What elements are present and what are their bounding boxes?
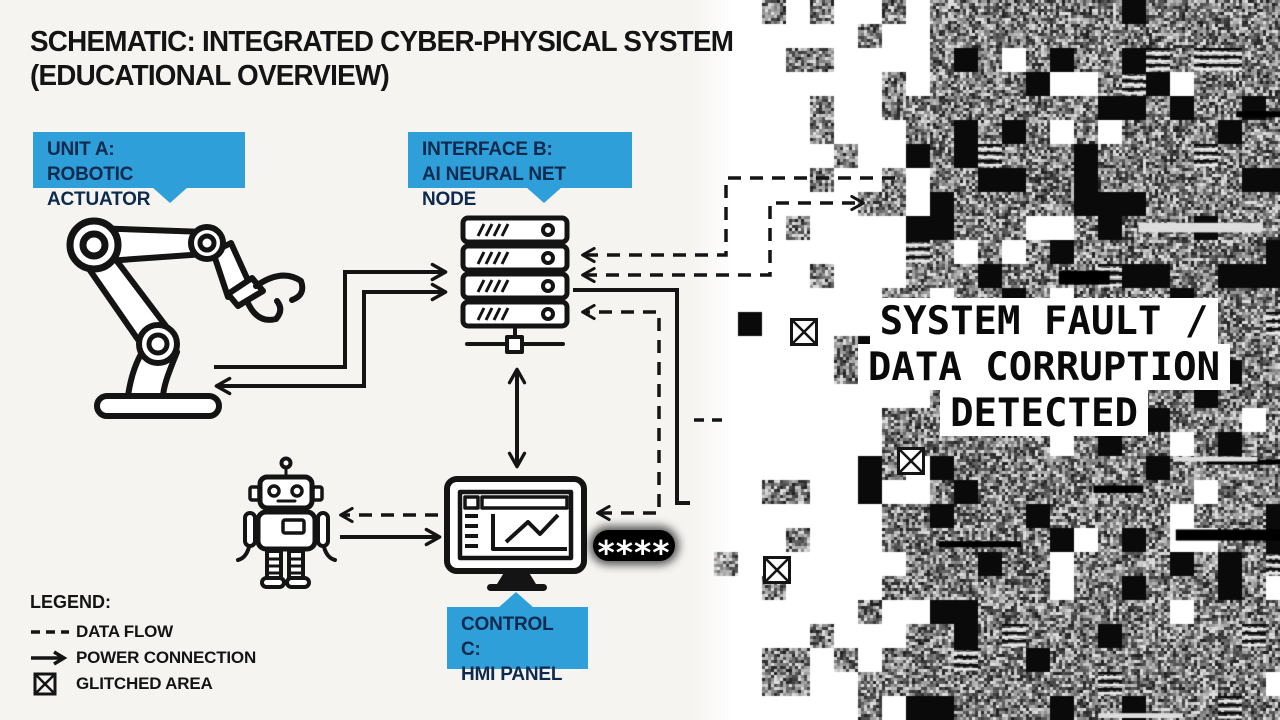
server-unit	[460, 271, 570, 301]
fault-line-1: SYSTEM FAULT /	[869, 298, 1219, 344]
legend-label: POWER CONNECTION	[76, 648, 257, 667]
crossed-box-icon	[763, 556, 791, 584]
fault-line-2: DATA CORRUPTION	[857, 344, 1231, 390]
callout-control-c-line1: CONTROL C:	[461, 614, 554, 661]
power-line-server-down	[573, 288, 690, 505]
server-unit	[460, 299, 570, 329]
password-mask-badge: ****	[593, 530, 675, 572]
callout-unit-a: UNIT A: ROBOTIC ACTUATOR	[33, 132, 245, 210]
fault-overlay: SYSTEM FAULT / DATA CORRUPTION DETECTED	[826, 298, 1262, 436]
legend-label: DATA FLOW	[76, 622, 174, 641]
trend-line-icon	[504, 513, 560, 544]
legend-heading: LEGEND:	[30, 592, 111, 612]
title-line-1: SCHEMATIC: INTEGRATED CYBER-PHYSICAL SYS…	[30, 26, 734, 58]
data-arrow-glitch-to-server-1	[581, 176, 895, 264]
legend-item-glitched-area: GLITCHED AREA	[30, 671, 310, 697]
callout-pointer	[152, 187, 188, 203]
fault-line-3: DETECTED	[940, 390, 1148, 436]
callout-unit-a-line1: UNIT A:	[47, 139, 115, 160]
server-stack-icon	[460, 215, 570, 354]
data-arrow-server-glitch-2	[581, 194, 865, 284]
password-mask-text: ****	[597, 533, 671, 572]
dashed-line-icon	[30, 627, 76, 637]
callout-interface-b-line2: AI NEURAL NET NODE	[422, 164, 566, 211]
callout-unit-a-line2: ROBOTIC ACTUATOR	[47, 164, 151, 211]
page-title: SCHEMATIC: INTEGRATED CYBER-PHYSICAL SYS…	[30, 26, 734, 94]
server-unit	[460, 215, 570, 245]
hmi-monitor-icon	[444, 476, 587, 591]
callout-pointer	[498, 592, 534, 608]
legend-item-power-connection: POWER CONNECTION	[30, 645, 310, 671]
data-arrow-monitor-server	[581, 303, 661, 522]
crossed-box-icon	[790, 318, 818, 346]
title-line-2: (EDUCATIONAL OVERVIEW)	[30, 59, 390, 92]
robot-icon	[236, 456, 337, 589]
menu-lines-icon	[465, 514, 478, 548]
callout-control-c: CONTROL C: HMI PANEL	[447, 592, 588, 685]
crossed-box-icon	[897, 447, 925, 475]
legend: LEGEND: DATA FLOW POWER CONNECTION GLITC…	[30, 592, 310, 697]
callout-pointer	[526, 187, 562, 203]
callout-control-c-line2: HMI PANEL	[461, 664, 563, 686]
legend-item-data-flow: DATA FLOW	[30, 619, 310, 645]
power-arrow-server-to-arm	[214, 282, 448, 396]
arrow-icon	[30, 650, 76, 666]
crossed-box-icon	[30, 672, 76, 696]
callout-interface-b-line1: INTERFACE B:	[422, 139, 553, 160]
callout-interface-b: INTERFACE B: AI NEURAL NET NODE	[408, 132, 632, 210]
legend-label: GLITCHED AREA	[76, 674, 213, 693]
server-unit	[460, 243, 570, 273]
